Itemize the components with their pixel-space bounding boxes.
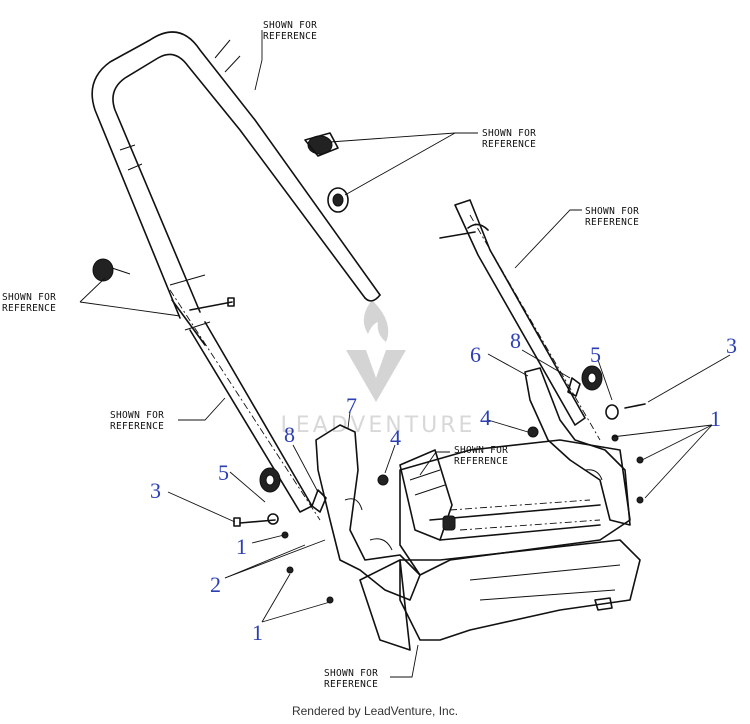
callout-3-left: 3 [150,478,161,503]
callout-5-right: 5 [590,342,601,367]
callout-1-right: 1 [710,406,721,431]
upper-handle [91,31,381,331]
callout-leaders [167,349,731,623]
footer-credit: Rendered by LeadVenture, Inc. [291,704,459,718]
knob-middle [327,187,349,213]
watermark-text: LEADVENTURE [281,413,476,438]
bracket-right [524,367,631,526]
reference-leaders [79,30,582,678]
callout-8-right: 8 [510,328,521,353]
knob-left-lower [259,467,281,493]
callout-numbers: 3 5 8 7 4 1 2 1 6 8 4 5 3 1 [150,328,737,645]
right-lower-handle [454,199,601,441]
callout-1-left: 1 [236,534,247,559]
knob-left-upper [92,258,131,282]
callout-8-left: 8 [284,422,295,447]
left-lower-handle [169,289,321,521]
callout-1-bottom: 1 [252,620,263,645]
callout-5-left: 5 [218,460,229,485]
leadventure-watermark: LEADVENTURE [281,300,476,438]
callout-7: 7 [346,393,357,418]
callout-2: 2 [210,572,221,597]
knob-right [581,365,603,391]
deck-frame [359,439,641,651]
callout-4-right: 4 [480,405,491,430]
callout-6: 6 [470,342,481,367]
bracket-left [315,424,421,601]
callout-3-right: 3 [726,333,737,358]
knob-top [304,132,339,157]
parts-diagram: LEADVENTURE [2,20,737,690]
callout-4-left: 4 [390,425,401,450]
